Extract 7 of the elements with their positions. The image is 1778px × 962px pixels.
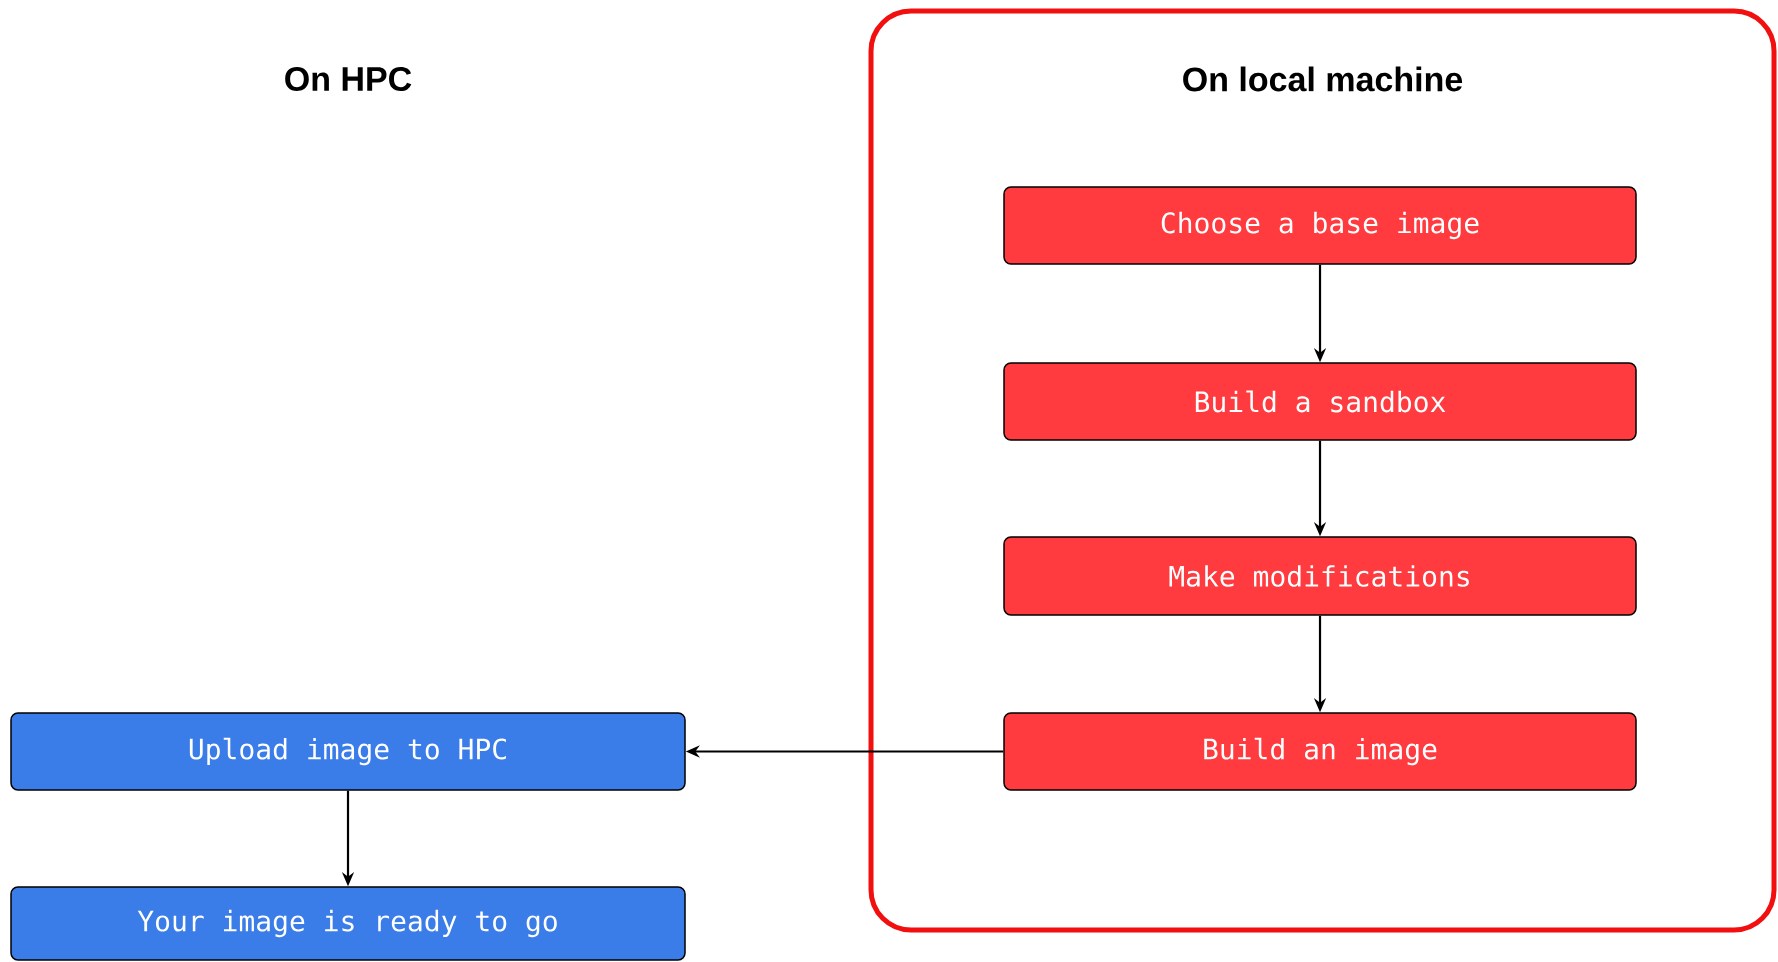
section-heading: On HPC bbox=[285, 66, 412, 92]
process-box: Upload image to HPC bbox=[10, 712, 686, 791]
process-box: Your image is ready to go bbox=[10, 886, 686, 961]
process-box: Build an image bbox=[1003, 712, 1637, 791]
process-box: Make modifications bbox=[1003, 536, 1637, 616]
process-box: Choose a base image bbox=[1003, 186, 1637, 265]
process-box: Build a sandbox bbox=[1003, 362, 1637, 441]
